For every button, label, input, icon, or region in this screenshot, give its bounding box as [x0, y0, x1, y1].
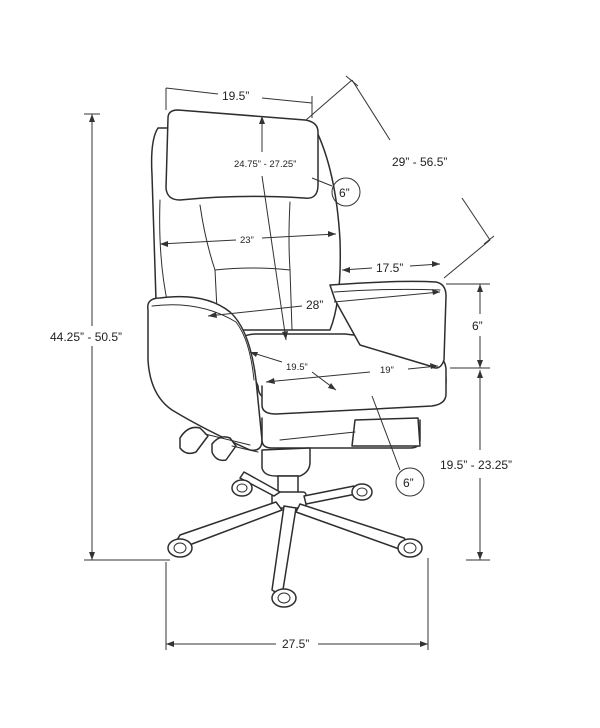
lever-left: [179, 426, 209, 455]
base-leg-front-left: [173, 501, 283, 548]
caster-front-right: [397, 538, 423, 558]
label-seat-depth: 19.5”: [286, 362, 308, 373]
dimension-lines: [84, 75, 495, 650]
label-headrest-width: 19.5”: [222, 89, 249, 103]
base-leg-front-right: [295, 503, 413, 551]
caster-back-right: [351, 483, 373, 501]
label-seat-width: 19”: [380, 365, 394, 376]
dimension-labels: 19.5” 29” - 56.5” 44.25” - 50.5” 24.75” …: [50, 89, 512, 651]
label-seat-cushion: 6”: [403, 476, 414, 490]
lever-right: [211, 436, 237, 462]
back-cushion-cross-seam: [214, 267, 291, 271]
left-armrest-top: [151, 304, 255, 381]
right-armrest-top: [333, 288, 441, 293]
label-arm-height: 6”: [472, 319, 483, 333]
label-seat-height: 19.5” - 23.25”: [440, 458, 512, 472]
chair-illustration: [147, 109, 447, 608]
label-overall-width: 28”: [306, 298, 323, 312]
label-back-width: 23”: [240, 235, 254, 246]
back-shell-inner: [159, 199, 169, 306]
footrest-rail: [279, 431, 356, 441]
lever-links: [204, 433, 259, 453]
base-leg-back-right: [303, 485, 357, 505]
seat-front-band: [261, 377, 447, 415]
label-base-width: 27.5”: [282, 637, 309, 651]
base-leg-front: [271, 505, 297, 597]
label-overall-height: 44.25” - 50.5”: [50, 330, 122, 344]
tilt-mechanism: [261, 447, 311, 477]
label-overall-depth: 29” - 56.5”: [392, 155, 447, 169]
caster-front-left: [167, 538, 193, 558]
headrest: [165, 109, 319, 201]
label-arm-depth: 17.5”: [376, 261, 403, 275]
caster-back-left: [231, 479, 253, 497]
caster-front: [271, 588, 297, 608]
label-back-height: 24.75” - 27.25”: [234, 159, 296, 170]
label-headrest-cushion: 6”: [339, 186, 350, 200]
right-armrest: [329, 280, 447, 369]
